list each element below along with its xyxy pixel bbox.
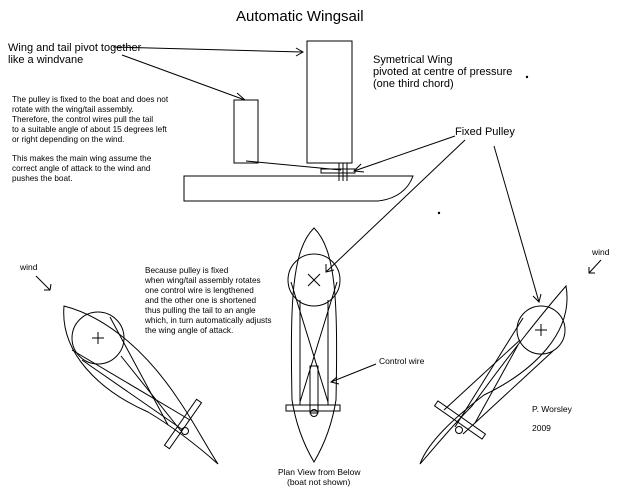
wind-arrowhead-right [588, 267, 595, 274]
pulley-note-line-3: Therefore, the control wires pull the ta… [12, 115, 154, 124]
angle-note-line-3: pushes the boat. [12, 174, 73, 183]
side-hull [183, 175, 414, 202]
pulley-arrow-center [325, 139, 466, 273]
plan-view-label-line-2: (boat not shown) [287, 477, 351, 487]
pulley-arrow-side [353, 135, 456, 172]
pulley-arrowhead-center [325, 264, 335, 273]
pivot-arrowhead-1 [295, 47, 305, 57]
author-label: P. Worsley [532, 404, 572, 414]
pivot-arrowhead-2 [235, 92, 247, 101]
wind-arrow-right [588, 259, 602, 274]
right-hull [419, 284, 568, 465]
wind-arrows [35, 259, 602, 291]
pulley-arrow-right [493, 145, 540, 303]
pulley-arrowhead-right [532, 293, 542, 303]
control-wire-label: Control wire [379, 356, 425, 366]
control-wire-arrow [330, 363, 377, 383]
year-label: 2009 [532, 423, 551, 433]
pivot-arrow-line-1 [112, 46, 303, 53]
left-wing-cross [92, 332, 104, 344]
pulley-arrowhead-side [352, 163, 365, 173]
right-pulley [455, 426, 463, 434]
right-wing-cross [535, 324, 547, 336]
angle-note-line-1: This makes the main wing assume the [12, 154, 152, 163]
wind-label-left: wind [20, 262, 38, 272]
pulley-note-line-1: The pulley is fixed to the boat and does… [12, 95, 169, 104]
because-note-line-5: thus pulling the tail to an angle [145, 306, 256, 315]
because-note-line-3: one control wire is lengthened [145, 286, 254, 295]
because-note-line-7: the wing angle of attack. [145, 326, 234, 335]
left-crossbar [163, 398, 203, 450]
right-wire-b [462, 350, 554, 435]
symmetrical-label-line-3: (one third chord) [373, 78, 454, 90]
plan-view-left [63, 305, 219, 465]
because-note-line-4: and the other one is shortened [145, 296, 257, 305]
plan-view-right [419, 284, 568, 465]
center-wing-cross [307, 273, 321, 287]
right-wire-d [474, 344, 519, 424]
wind-arrow-left [35, 275, 51, 291]
left-hull [63, 305, 219, 465]
left-wire-d [120, 355, 182, 432]
pivot-label-line-2: like a windvane [8, 54, 84, 66]
right-wire-a [443, 339, 521, 411]
left-wire-c [81, 359, 184, 431]
because-note-line-2: when wing/tail assembly rotates [145, 276, 261, 285]
center-hull [290, 227, 338, 463]
fixed-pulley-label: Fixed Pulley [455, 126, 515, 138]
leader-arrows [112, 46, 542, 385]
pulley-note-line-2: rotate with the wing/tail assembly. [12, 105, 134, 114]
right-wing-circle [516, 305, 566, 355]
center-wire-b [299, 281, 338, 403]
center-wire-a [290, 281, 329, 403]
center-wing-circle [287, 253, 341, 307]
symmetrical-label-line-1: Symetrical Wing [373, 54, 453, 66]
pivot-label-line-1: Wing and tail pivot together [8, 42, 142, 54]
stray-dot-1 [525, 75, 529, 79]
center-tail-mount [309, 365, 319, 414]
right-wire-c [454, 317, 524, 428]
center-crossbar [285, 404, 341, 412]
angle-note-line-2: correct angle of attack to the wind and [12, 164, 151, 173]
wind-arrowhead-left [44, 283, 52, 291]
symmetrical-label-line-2: pivoted at centre of pressure [373, 66, 513, 78]
side-main-wing [306, 40, 353, 164]
right-crossbar [433, 400, 487, 440]
pulley-note-line-5: or right depending on the wind. [12, 135, 125, 144]
left-wire-b [109, 316, 169, 426]
because-note-line-1: Because pulley is fixed [145, 266, 229, 275]
stray-dot-2 [437, 211, 441, 215]
page-title: Automatic Wingsail [236, 8, 364, 25]
center-pulley [310, 409, 318, 417]
left-wing-circle [71, 311, 125, 365]
because-note-line-6: which, in turn automatically adjusts [145, 316, 272, 325]
plan-view-label-line-1: Plan View from Below [278, 467, 361, 477]
plan-view-center [285, 227, 341, 463]
left-wire-a [71, 349, 191, 421]
side-tail [233, 99, 259, 164]
pivot-arrow-line-2 [121, 54, 246, 101]
left-pulley [181, 427, 189, 435]
pulley-note-line-4: to a suitable angle of about 15 degrees … [12, 125, 167, 134]
wind-label-right: wind [592, 247, 610, 257]
